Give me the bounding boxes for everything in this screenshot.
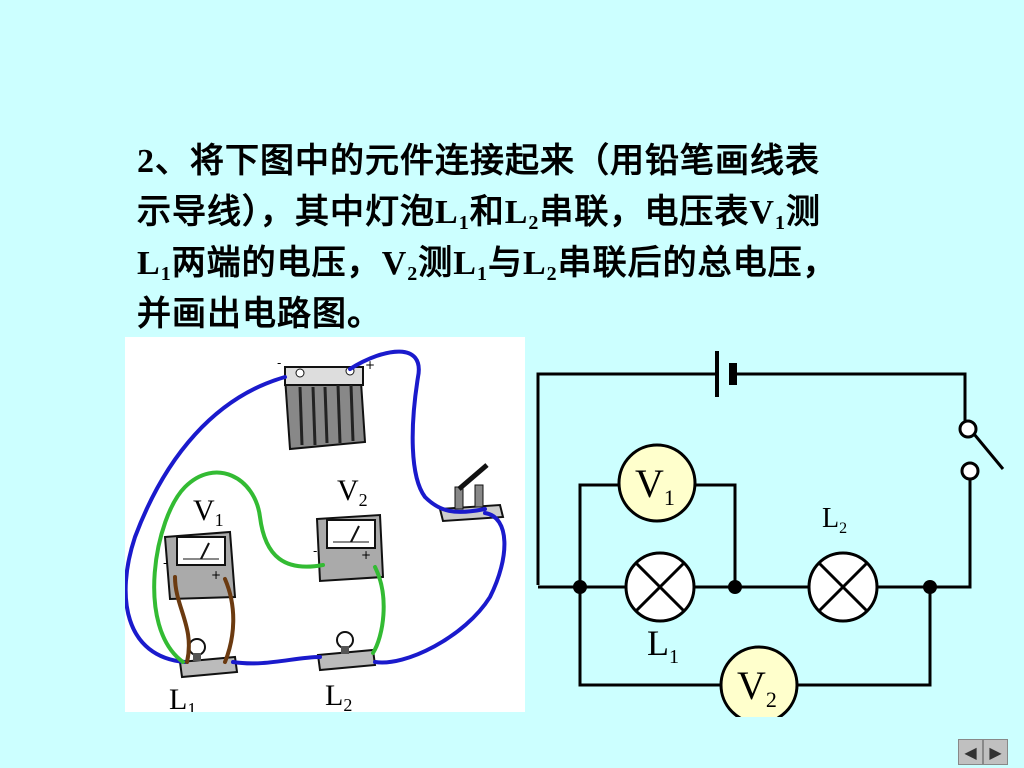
photo-v2-label: V2 [337,474,368,510]
voltmeter-v2-symbol [719,645,799,717]
circuit-schematic: V1 V2 L1 L2 [525,337,1024,717]
battery-symbol-icon [715,351,737,397]
blue-wire-l1-l2 [231,655,322,666]
photo-l1-label: L1 [169,683,196,712]
lamp-l1-icon [624,551,696,623]
v2-plus: + [361,548,371,562]
schematic-v1-label: V1 [635,461,675,510]
v2-minus: - [313,544,317,558]
photo-l2-label: L2 [325,679,352,712]
bulb-l2-icon [316,631,377,672]
green-wire-v2-l1 [152,470,325,664]
photo-v1-label: V1 [193,494,224,530]
previous-slide-button[interactable]: ◀ [958,739,983,765]
question-line-4: 并画出电路图。 [137,296,382,333]
question-line-2: 示导线），其中灯泡L1和L2串联，电压表V1测 [137,194,821,234]
switch-symbol-icon [958,419,1005,481]
junction-left-dot [573,580,587,594]
arrow-right-icon: ▶ [989,742,1002,762]
question-line-3: L1两端的电压，V2测L1与L2串联后的总电压， [137,245,838,285]
next-slide-button[interactable]: ▶ [983,739,1008,765]
green-wire-v2-l2 [371,565,386,655]
lamp-l2-icon [807,551,879,623]
schematic-l1-label: L1 [647,623,679,668]
brown-wire-v1-l1-left [173,575,191,664]
question-number: 2 [137,143,155,180]
battery-minus: - [277,356,281,370]
blue-wire-battery-switch [348,349,487,514]
blue-wire-battery-l1 [125,375,287,664]
question-text: 2、将下图中的元件连接起来（用铅笔画线表 示导线），其中灯泡L1和L2串联，电压… [137,136,947,340]
battery-icon [283,365,367,451]
battery-plus: + [365,358,375,372]
question-line-1: 2、将下图中的元件连接起来（用铅笔画线表 [137,143,820,180]
v1-plus: + [211,568,221,582]
schematic-l2-label: L2 [822,503,847,537]
junction-right-dot [923,580,937,594]
slide-navigation: ◀ ▶ [958,739,1008,765]
wiring-picture: - + - + [125,337,525,712]
blue-wire-switch-l2 [373,511,507,665]
schematic-v2-label: V2 [737,663,777,712]
wires [125,349,507,666]
arrow-left-icon: ◀ [964,742,977,762]
bulb-l1-icon [178,638,239,679]
voltmeter-v1-symbol [617,443,697,523]
junction-middle-dot [728,580,742,594]
schematic-svg: V1 V2 L1 L2 [536,351,1005,717]
wiring-svg: - + - + [125,349,507,712]
schematic-wires [536,372,972,687]
voltmeter-v2-icon [315,513,385,583]
v1-minus: - [163,556,167,570]
voltmeter-v1-icon [163,530,237,601]
brown-wire-v1-l1-right [223,577,236,664]
